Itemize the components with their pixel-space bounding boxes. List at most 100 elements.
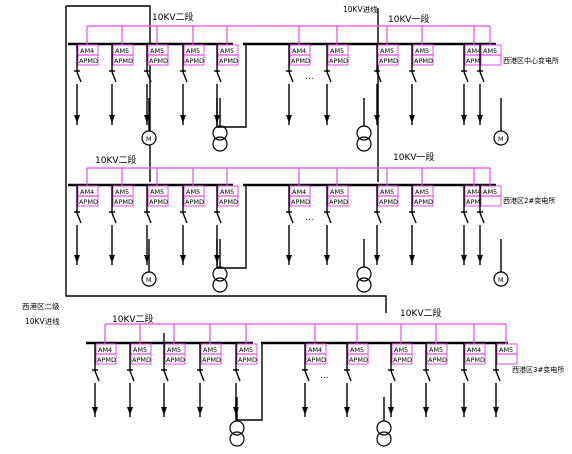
cable-arrow-icon xyxy=(109,255,115,263)
breaker-contact xyxy=(111,212,117,224)
transformer-winding-icon xyxy=(212,277,228,293)
transformer-winding-icon xyxy=(376,431,392,447)
cable-arrow-icon xyxy=(161,407,167,415)
bus-label-right: 10KV一段 xyxy=(393,151,435,163)
meter-model-label: AM4 xyxy=(308,346,322,354)
bus-label-right: 10KV一段 xyxy=(388,13,430,25)
cable-arrow-icon xyxy=(461,255,467,263)
cable-arrow-icon xyxy=(109,115,115,123)
meter-type-label: APMD xyxy=(149,198,168,206)
motor-label: M xyxy=(146,135,152,143)
meter-model-label: AM4 xyxy=(292,188,306,196)
breaker-contact xyxy=(463,370,469,382)
meter-type-label: APMD xyxy=(329,57,348,65)
cable-arrow-icon xyxy=(409,255,415,263)
feeder-ellipsis: ... xyxy=(305,72,314,82)
breaker-contact xyxy=(235,370,241,382)
meter-type-label: APMD xyxy=(202,356,221,364)
breaker-contact xyxy=(288,212,294,224)
meter-model-label: AM5 xyxy=(330,188,344,196)
meter-type-label: APMD xyxy=(97,356,116,364)
meter-model-label: AM4 xyxy=(467,188,481,196)
meter-type-label: APMD xyxy=(466,57,485,65)
meter-type-label: APMD xyxy=(291,198,310,206)
interconnect-wiring xyxy=(65,5,387,342)
breaker-contact xyxy=(94,370,100,382)
meter-type-label: APMD xyxy=(428,356,447,364)
cable-arrow-icon xyxy=(74,255,80,263)
incoming-feeder-left-label-1: 西港区二级 xyxy=(22,301,60,311)
motor-icon xyxy=(493,130,509,146)
meter-model-label: AM5 xyxy=(499,346,513,354)
transformer-icon xyxy=(212,125,228,141)
breaker-contact xyxy=(411,212,417,224)
meter-model-label: AM5 xyxy=(350,346,364,354)
meter-model-label: AM5 xyxy=(429,346,443,354)
motor-label: M xyxy=(498,276,504,284)
incoming-feeder-top-label: 10KV进线 xyxy=(343,4,378,14)
meter-type-label: APMD xyxy=(307,356,326,364)
meter-model-label: AM5 xyxy=(150,188,164,196)
breaker-contact xyxy=(76,71,82,83)
meter-model-label: AM5 xyxy=(167,346,181,354)
substation-name: 西港区3#变电所 xyxy=(512,365,564,374)
transformer-icon xyxy=(212,266,228,282)
cable-arrow-icon xyxy=(144,255,150,263)
cable-arrow-icon xyxy=(423,407,429,415)
meter-model-label: AM5 xyxy=(380,188,394,196)
meter-type-label: APMD xyxy=(114,198,133,206)
meter-model-label: AM5 xyxy=(115,47,129,55)
meter-model-label: AM5 xyxy=(415,188,429,196)
breaker-contact xyxy=(182,212,188,224)
meter-model-label: AM4 xyxy=(80,188,94,196)
cable-arrow-icon xyxy=(388,407,394,415)
breaker-contact xyxy=(346,370,352,382)
bus-tie-wire xyxy=(216,185,247,269)
cable-arrow-icon xyxy=(74,115,80,123)
breaker-contact xyxy=(111,71,117,83)
cable-arrow-icon xyxy=(324,255,330,263)
meter-type-label: APMD xyxy=(79,57,98,65)
cable-arrow-icon xyxy=(286,115,292,123)
cable-arrow-icon xyxy=(127,407,133,415)
meter-type-label: APMD xyxy=(219,57,238,65)
bus-label-left: 10KV二段 xyxy=(112,313,154,325)
cable-arrow-icon xyxy=(461,115,467,123)
meter-type-label: APMD xyxy=(329,198,348,206)
meter-type-label: APMD xyxy=(149,57,168,65)
meter-type-label: APMD xyxy=(79,198,98,206)
meter-type-label: APMD xyxy=(219,198,238,206)
meter-model-label: AM4 xyxy=(467,47,481,55)
breaker-contact xyxy=(425,370,431,382)
meter-model-label: AM4 xyxy=(98,346,112,354)
meter-type-label: APMD xyxy=(185,57,204,65)
motor-icon xyxy=(493,271,509,287)
motor-icon xyxy=(141,130,157,146)
cable-arrow-icon xyxy=(493,407,499,415)
meter-type-label: APMD xyxy=(291,57,310,65)
breaker-contact xyxy=(216,212,222,224)
meter-type-label: APMD xyxy=(379,198,398,206)
cable-arrow-icon xyxy=(461,407,467,415)
breaker-contact xyxy=(411,71,417,83)
cable-arrow-icon xyxy=(286,255,292,263)
meter-type-label: APMD xyxy=(379,57,398,65)
transformer-winding-icon xyxy=(356,277,372,293)
